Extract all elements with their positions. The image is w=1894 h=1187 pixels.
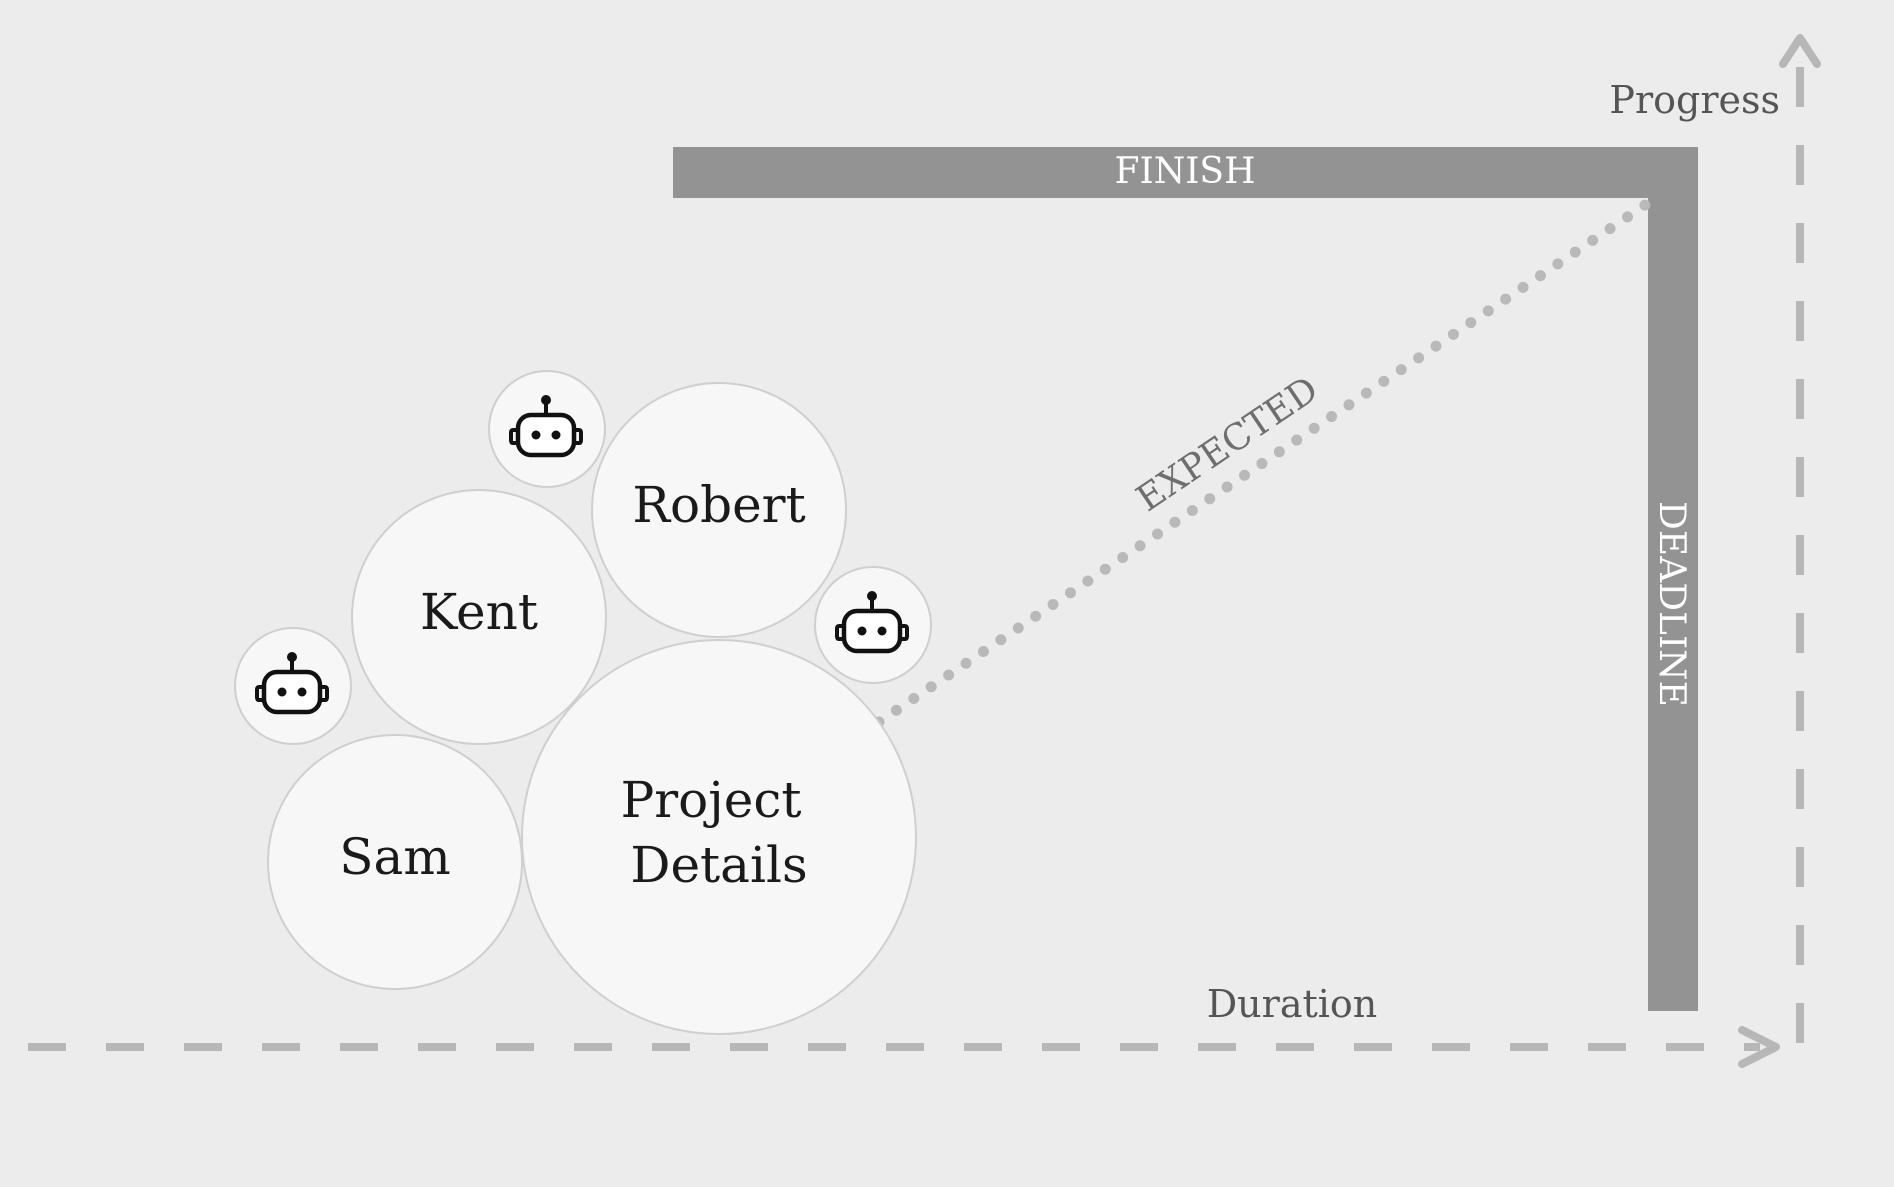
robot-bubble-left[interactable] — [234, 627, 352, 745]
kent-bubble[interactable] — [351, 489, 607, 745]
kent-label: Kent — [420, 583, 538, 641]
axes: Duration Progress — [28, 34, 1821, 1068]
expected-line-group: EXPECTED — [873, 197, 1654, 728]
y-axis-arrowhead — [1779, 34, 1821, 68]
expected-line — [873, 197, 1654, 728]
robot-bubble-right[interactable] — [814, 566, 932, 684]
x-axis-label: Duration — [1207, 982, 1378, 1026]
project-details-line2: Details — [630, 836, 807, 894]
y-axis-label: Progress — [1609, 78, 1780, 122]
project-details-line1: Project — [621, 771, 802, 829]
project-details-label: Project Details — [621, 771, 818, 894]
sam-label: Sam — [339, 828, 450, 886]
robot-bubble-top[interactable] — [488, 370, 606, 488]
finish-bar — [673, 147, 1698, 198]
project-details-bubble[interactable] — [521, 639, 917, 1035]
deadline-bar — [1648, 197, 1698, 1011]
sam-bubble[interactable] — [267, 734, 523, 990]
bubbles: Project Details Robert Kent Sam — [267, 382, 917, 1035]
finish-label: FINISH — [1115, 151, 1256, 192]
robert-bubble[interactable] — [591, 382, 847, 638]
robert-label: Robert — [632, 476, 805, 534]
x-axis-arrowhead — [1738, 1026, 1780, 1068]
deadline-label: DEADLINE — [1651, 501, 1692, 707]
goal-bars: FINISH DEADLINE — [673, 147, 1698, 1011]
